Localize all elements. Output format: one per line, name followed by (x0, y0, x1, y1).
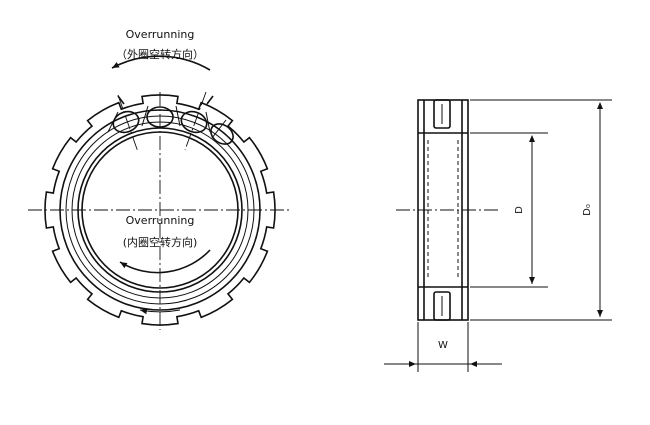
side-view: D D₀ W (384, 99, 612, 372)
d-label: D (514, 206, 525, 214)
sprag (112, 110, 140, 134)
inner-overrunning-subtitle: (内圈空转方向) (123, 235, 198, 249)
sprag (210, 123, 234, 145)
sprag-springs (107, 105, 227, 139)
inner-overrunning-arrow (119, 249, 211, 274)
bottom-slot (433, 291, 451, 321)
cage-tabs (117, 95, 214, 105)
sprag-axis-right (184, 91, 207, 151)
inner-overrunning-title: Overrunning (126, 214, 195, 227)
d0-label: D₀ (582, 204, 593, 216)
front-view: Overrunning （外圈空转方向） Overrunning (内圈空转方向… (28, 28, 292, 330)
sprag-axis-left (117, 94, 139, 153)
outer-ring (44, 94, 276, 326)
w-label: W (438, 340, 448, 351)
outer-overrunning-title: Overrunning (126, 28, 195, 41)
outer-overrunning-subtitle: （外圈空转方向） (116, 47, 204, 61)
sprag-group (107, 105, 234, 145)
lower-arrow (139, 308, 181, 315)
sprag (180, 110, 208, 134)
top-slot (433, 99, 451, 129)
outer-overrunning-arrow (111, 55, 211, 71)
